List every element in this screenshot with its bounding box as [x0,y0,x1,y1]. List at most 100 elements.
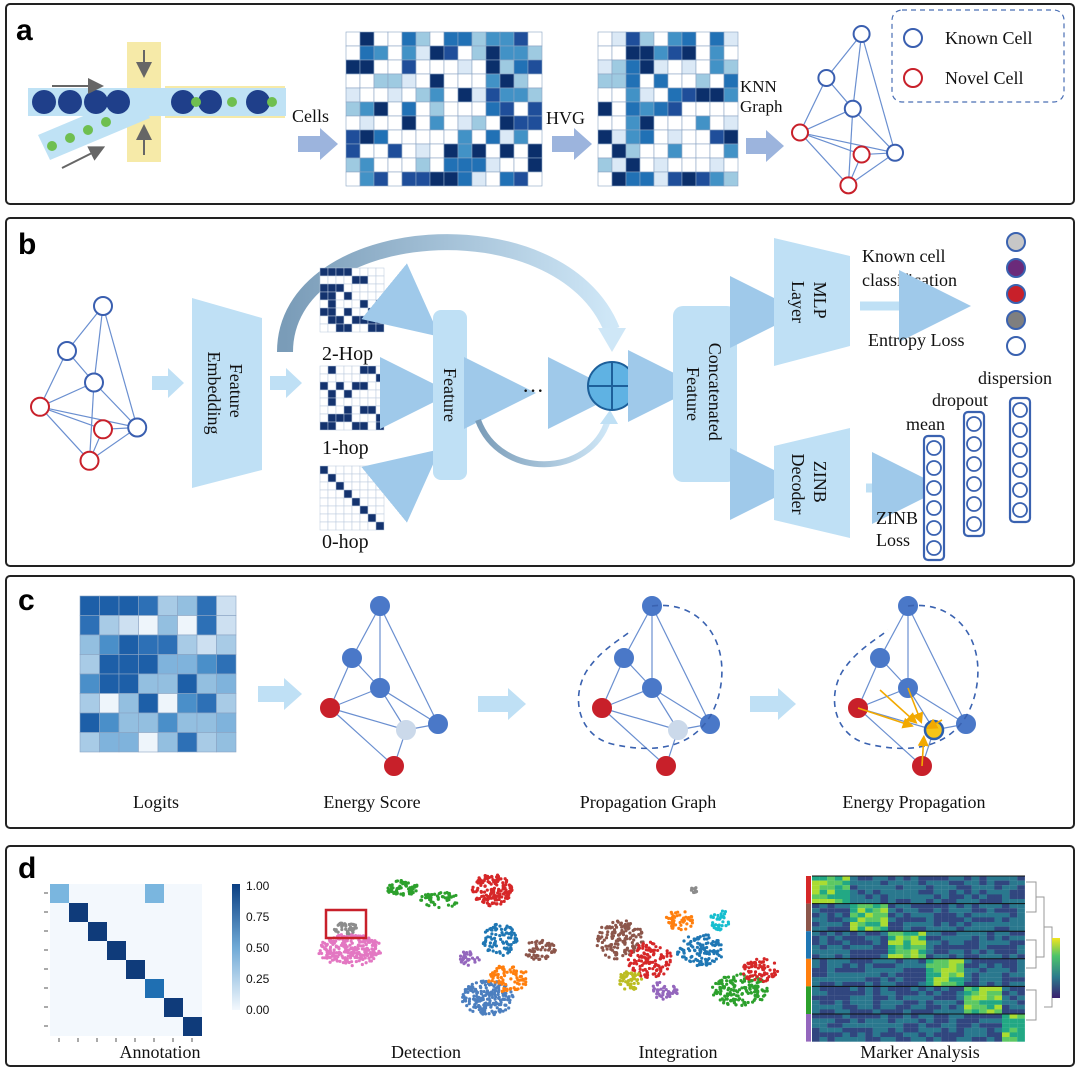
class-probability-node [1006,232,1026,252]
marker-heatmap-cell [812,880,820,886]
hop-matrix-cell [327,465,337,475]
umap-point [760,974,764,978]
marker-heatmap-cell [918,922,927,927]
matrix-cell [527,171,543,187]
marker-heatmap-cell [812,972,820,978]
umap-point [528,949,532,953]
umap-point [711,921,715,925]
umap-point [495,1002,499,1006]
marker-heatmap-cell [827,899,835,904]
marker-heatmap-cell [1009,977,1018,982]
matrix-cell [429,59,445,75]
umap-point [749,991,753,995]
marker-heatmap-cell [956,903,965,909]
marker-heatmap-cell [994,963,1003,969]
marker-heatmap-cell [926,1000,934,1005]
marker-heatmap-cell [933,899,942,904]
umap-point [334,951,339,955]
matrix-cell [485,45,501,61]
marker-heatmap-cell [933,954,942,959]
umap-point [645,969,649,974]
marker-heatmap-cell [918,981,927,987]
marker-heatmap-cell [1017,931,1025,936]
umap-point [696,937,700,941]
umap-point [481,894,486,898]
umap-point [656,988,661,992]
umap-point [341,923,345,927]
umap-point [726,975,731,979]
marker-heatmap-cell [857,945,866,950]
marker-heatmap-cell [880,908,889,913]
marker-heatmap-cell [964,963,972,969]
umap-point [711,993,716,997]
graph-edge [379,687,439,725]
umap-point [497,986,501,990]
matrix-cell [681,87,697,103]
marker-heatmap-cell [1017,1004,1025,1010]
umap-point [695,952,699,956]
umap-point [661,955,665,959]
marker-heatmap-cell [910,912,919,918]
marker-heatmap-cell [964,1000,972,1005]
marker-heatmap-cell [865,963,873,969]
umap-point [598,936,602,940]
umap-point [600,925,604,929]
matrix-cell [695,73,711,89]
matrix-cell [653,45,669,61]
marker-heatmap-cell [895,908,904,913]
marker-heatmap-cell [834,986,843,992]
marker-heatmap-cell [933,940,942,946]
colorbar-tick-2: 0.75 [246,910,270,924]
matrix-cell [79,634,100,655]
marker-heatmap-cell [880,1014,889,1019]
matrix-cell [653,87,669,103]
umap-point [756,966,760,970]
umap-point [765,986,769,990]
marker-heatmap-cell [1017,945,1025,950]
umap-point [682,939,686,943]
marker-heatmap-cell [812,876,820,881]
umap-point [490,979,494,983]
umap-point [747,966,751,970]
umap-point [738,997,742,1001]
umap-point [729,998,733,1003]
umap-point [728,979,732,983]
matrix-cell [373,157,389,173]
umap-point [621,933,626,937]
graph-edge [852,108,896,154]
confusion-cell [50,903,69,922]
umap-point [661,989,666,993]
energy-flow-arrow [907,687,924,724]
marker-heatmap-cell [933,1014,942,1019]
umap-point [482,990,486,994]
marker-heatmap-cell [986,922,995,927]
marker-heatmap-cell [910,889,919,895]
umap-point [474,981,478,985]
matrix-cell [499,101,515,117]
marker-heatmap-cell [857,1014,866,1019]
marker-heatmap-cell [1002,1014,1010,1019]
matrix-cell [415,101,431,117]
marker-heatmap-cell [819,1023,828,1028]
hop-matrix-cell [343,505,353,515]
umap-point [655,963,659,967]
marker-heatmap-cell [895,880,904,886]
umap-point [743,986,747,990]
marker-heatmap-cell [827,922,835,927]
umap-point [349,939,353,943]
marker-heatmap-cell [971,958,980,964]
confusion-cell [50,979,69,998]
umap-point [454,893,458,898]
marker-heatmap-cell [895,894,904,900]
umap-point [498,924,502,928]
umap-point [623,937,627,941]
umap-point [479,989,483,993]
hop-matrix-cell [335,381,345,391]
hop-matrix-cell [351,505,361,515]
umap-point [459,960,463,964]
umap-point [477,958,481,962]
umap-point [348,951,353,956]
marker-heatmap-cell [812,926,820,932]
marker-heatmap-cell [903,940,911,946]
marker-heatmap-cell [842,931,851,936]
